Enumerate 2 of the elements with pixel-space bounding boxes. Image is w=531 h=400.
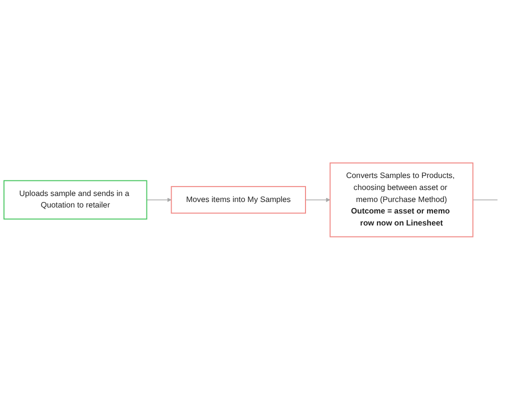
arrow: [146, 198, 172, 202]
arrow: [305, 198, 330, 202]
